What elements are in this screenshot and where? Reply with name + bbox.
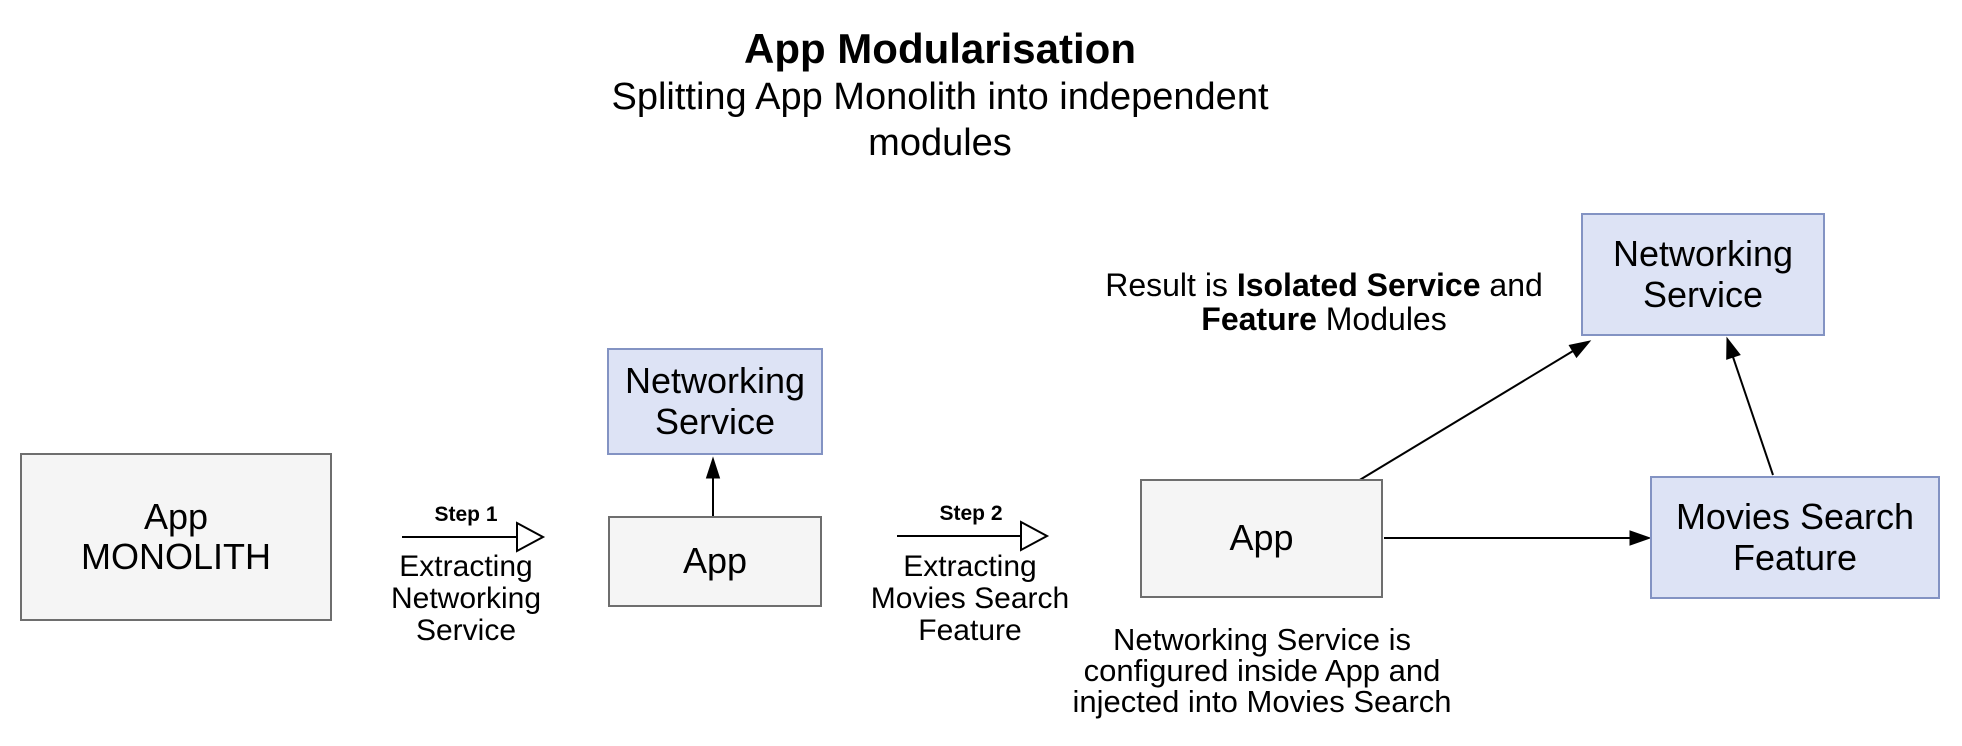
result-note-line2: Feature Modules — [1074, 302, 1574, 336]
movies-search-feature-line1: Movies Search — [1675, 496, 1915, 538]
injection-note-line3: injected into Movies Search — [1072, 684, 1452, 719]
app-right-label: App — [1229, 517, 1294, 559]
result-note-line1: Result is Isolated Service and — [1074, 268, 1574, 302]
movies-search-feature-line2: Feature — [1732, 536, 1858, 578]
step1-description: Extracting Networking Service — [366, 551, 566, 647]
app-middle-label: App — [682, 540, 748, 582]
arrow-app-to-networking-right — [1357, 340, 1592, 482]
result-note-line1-normal2: and — [1480, 267, 1543, 303]
step2-label: Step 2 — [939, 502, 1003, 525]
step1-arrow — [402, 521, 546, 553]
networking-service-middle-line1: Networking — [624, 360, 806, 402]
result-note-line1-normal1: Result is — [1105, 267, 1237, 303]
result-note-line1-bold: Isolated Service — [1236, 267, 1481, 303]
step2-description-line1: Extracting — [903, 550, 1037, 583]
app-monolith-label-line1: App — [143, 495, 209, 537]
result-note-line2-normal: Modules — [1316, 301, 1447, 337]
networking-service-box-right: Networking Service — [1581, 213, 1825, 336]
step2-description-line2: Movies Search — [870, 582, 1070, 615]
app-monolith-box: App MONOLITH — [20, 453, 332, 621]
diagram-subtitle: Splitting App Monolith into independent … — [611, 76, 1269, 164]
step1-description-line1: Extracting — [399, 550, 533, 583]
networking-service-right-line2: Service — [1642, 273, 1764, 315]
networking-service-right-line1: Networking — [1612, 233, 1794, 275]
step1-label: Step 1 — [434, 503, 498, 526]
step1-description-line3: Service — [415, 614, 517, 647]
diagram-title: App Modularisation — [744, 25, 1136, 72]
diagram-header: App Modularisation Splitting App Monolit… — [540, 24, 1340, 166]
movies-search-feature-box: Movies Search Feature — [1650, 476, 1940, 599]
result-note: Result is Isolated Service and Feature M… — [1074, 268, 1574, 336]
networking-service-box-middle: Networking Service — [607, 348, 823, 455]
step2-description-line3: Feature — [918, 614, 1022, 647]
networking-service-middle-line2: Service — [654, 400, 776, 442]
injection-note-line2: configured inside App and — [1083, 653, 1441, 688]
step2-arrow — [897, 520, 1050, 552]
app-box-right: App — [1140, 479, 1383, 598]
arrow-app-to-networking-middle — [705, 456, 721, 516]
app-box-middle: App — [608, 516, 822, 607]
result-note-line2-bold: Feature — [1201, 301, 1317, 337]
arrow-app-to-movies-search — [1384, 530, 1652, 546]
injection-note-line1: Networking Service is — [1112, 622, 1412, 657]
arrow-movies-search-to-networking — [1726, 336, 1774, 476]
step2-description: Extracting Movies Search Feature — [850, 551, 1090, 647]
step1-description-line2: Networking — [390, 582, 542, 615]
app-monolith-label-line2: MONOLITH — [80, 536, 271, 577]
injection-note: Networking Service is configured inside … — [1052, 624, 1472, 717]
